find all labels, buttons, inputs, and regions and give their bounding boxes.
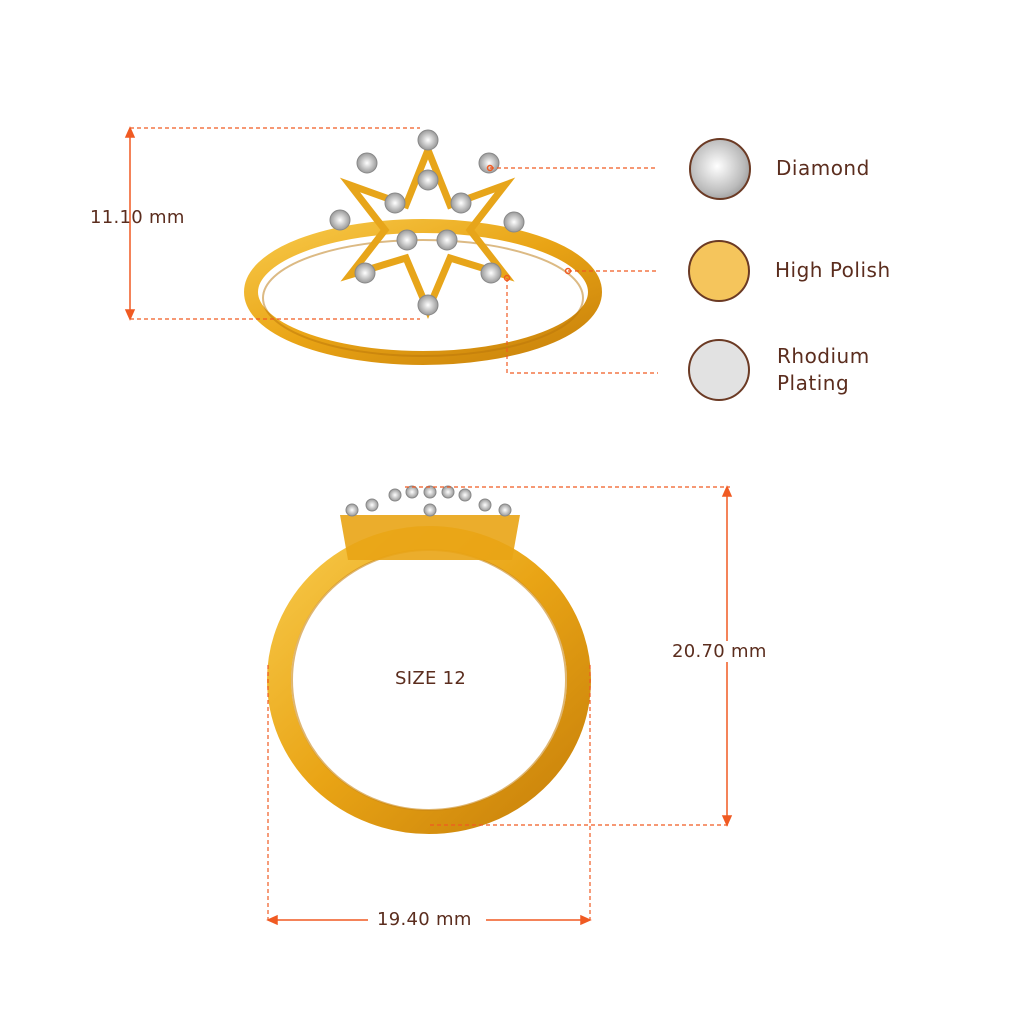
- diamond-stone: [365, 498, 379, 512]
- diamond-stone: [329, 209, 351, 231]
- diamond-stone: [478, 498, 492, 512]
- diamond-stone: [345, 503, 359, 517]
- legend-high-polish-label: High Polish: [775, 258, 891, 282]
- diamond-stone: [417, 294, 439, 316]
- diamond-stone: [436, 229, 458, 251]
- diamond-stone: [356, 152, 378, 174]
- diamond-stone: [354, 262, 376, 284]
- diamond-stone: [423, 503, 437, 517]
- front-height-label: 20.70 mm: [672, 641, 767, 662]
- dimension-lines: [130, 127, 730, 920]
- diamond-stone: [498, 503, 512, 517]
- diamond-stone: [458, 488, 472, 502]
- front-view-ring: [267, 485, 591, 834]
- front-width-label: 19.40 mm: [377, 909, 472, 930]
- rhodium-swatch: [688, 339, 750, 401]
- legend-rhodium-line2: Plating: [777, 371, 850, 395]
- diamond-swatch: [689, 138, 751, 200]
- diamond-stone: [450, 192, 472, 214]
- top-view-ring: [244, 129, 602, 365]
- legend-diamond-label: Diamond: [776, 156, 870, 180]
- top-height-label: 11.10 mm: [90, 207, 185, 228]
- diamond-stone: [480, 262, 502, 284]
- diamond-stone: [405, 485, 419, 499]
- diamond-stone: [417, 169, 439, 191]
- diamond-stone: [441, 485, 455, 499]
- high-polish-swatch: [688, 240, 750, 302]
- diamond-stone: [396, 229, 418, 251]
- diamond-stone: [417, 129, 439, 151]
- legend-rhodium-line1: Rhodium: [777, 344, 870, 368]
- ring-size-label: SIZE 12: [395, 668, 467, 689]
- diamond-stone: [423, 485, 437, 499]
- diamond-stone: [388, 488, 402, 502]
- diamond-stone: [503, 211, 525, 233]
- legend-rhodium-label: Rhodium Plating: [777, 343, 870, 397]
- front-diamond-row: [345, 485, 512, 517]
- diamond-stone: [384, 192, 406, 214]
